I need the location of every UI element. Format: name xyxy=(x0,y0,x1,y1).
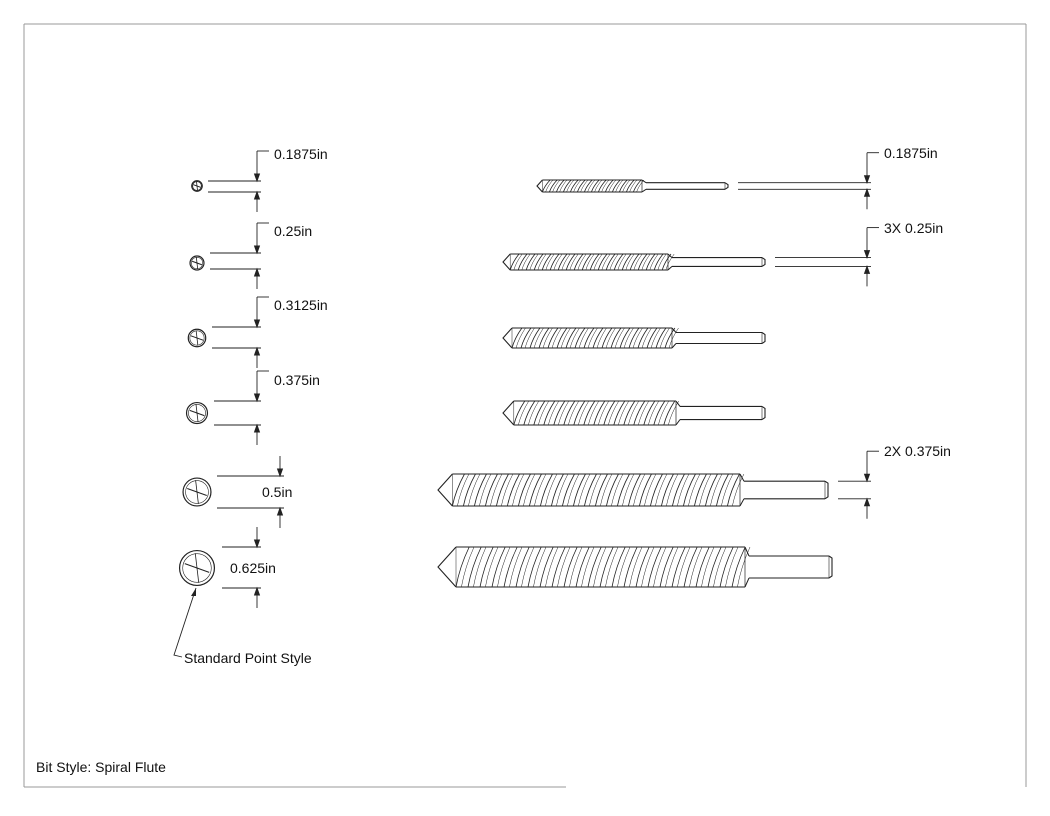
side-dim-1 xyxy=(775,227,879,287)
point-style-callout: Standard Point Style xyxy=(184,650,312,666)
end-dim-1 xyxy=(210,222,269,289)
end-dim-label-1: 0.25in xyxy=(274,223,313,239)
end-dim-3 xyxy=(214,370,269,445)
end-dim-label-2: 0.3125in xyxy=(274,297,328,313)
end-dim-label-0: 0.1875in xyxy=(274,146,328,162)
end-view-5 xyxy=(178,549,216,587)
end-dim-label-3: 0.375in xyxy=(274,372,320,388)
end-view-2 xyxy=(187,328,207,348)
side-view-bit-3 xyxy=(502,400,766,426)
end-views xyxy=(178,180,216,587)
side-dim-label-1: 3X 0.25in xyxy=(884,219,944,236)
side-view-bit-5 xyxy=(437,546,833,588)
end-dim-label-4: 0.5in xyxy=(262,484,293,500)
bit-style-note: Bit Style: Spiral Flute xyxy=(36,759,166,775)
side-dim-label-0: 0.1875in xyxy=(884,144,938,161)
callout-leader-line xyxy=(173,587,197,658)
end-view-3 xyxy=(185,401,209,425)
side-views xyxy=(437,179,833,588)
end-view-4 xyxy=(182,477,212,507)
end-view-0 xyxy=(191,180,203,192)
end-dim-label-5: 0.625in xyxy=(230,560,276,576)
side-view-bit-0 xyxy=(536,179,729,193)
callout-arrow xyxy=(191,588,196,596)
callout-leader xyxy=(173,587,197,658)
side-view-bit-1 xyxy=(502,253,766,271)
end-dim-0 xyxy=(208,150,269,212)
end-dim-5 xyxy=(222,527,261,608)
side-dim-0 xyxy=(738,152,879,210)
sheet-frame xyxy=(23,23,1027,788)
end-view-dimensions xyxy=(208,150,284,608)
side-dim-label-2: 2X 0.375in xyxy=(884,443,951,460)
side-dim-2 xyxy=(838,450,879,519)
side-view-dimensions xyxy=(738,152,879,519)
end-view-1 xyxy=(189,255,205,271)
side-view-bit-2 xyxy=(502,327,766,349)
side-view-bit-4 xyxy=(437,473,829,507)
end-dim-4 xyxy=(217,456,284,528)
end-dim-2 xyxy=(212,296,269,368)
